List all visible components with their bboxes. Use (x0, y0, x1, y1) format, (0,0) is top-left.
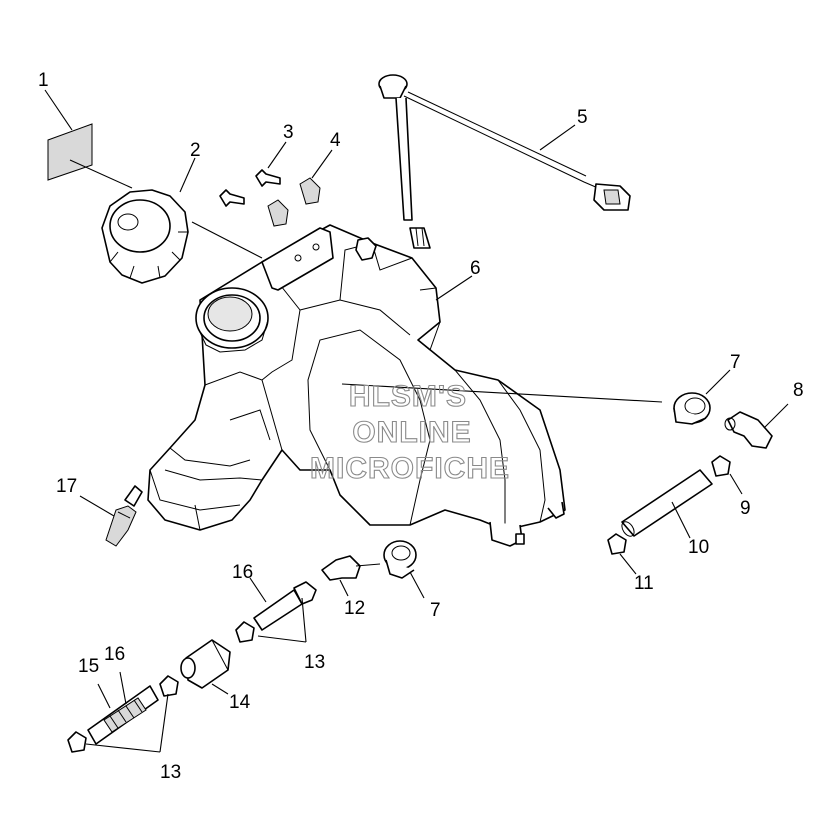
callout-14: 14 (229, 692, 251, 713)
callout-13-lower: 13 (160, 762, 181, 783)
decal-part-1 (44, 89, 133, 189)
clip-part-17 (79, 495, 137, 547)
callout-15: 15 (78, 656, 99, 677)
callout-7-upper: 7 (730, 352, 741, 373)
callout-8: 8 (793, 380, 804, 401)
callout-2: 2 (190, 140, 201, 161)
callout-1: 1 (38, 70, 49, 91)
bolt-part-3 (219, 141, 287, 207)
vent-hose-part-10 (621, 469, 713, 539)
clamp-part-9 (711, 455, 743, 495)
grommet-part-7-lower (383, 540, 425, 599)
fuel-filter-part-14 (180, 639, 231, 695)
callout-11: 11 (634, 573, 654, 594)
callout-12: 12 (344, 598, 365, 619)
callout-16-lower: 16 (104, 644, 125, 665)
clip-nut-part-4 (267, 149, 333, 227)
callout-6: 6 (470, 258, 481, 279)
watermark-line-2: ONLINE (352, 416, 471, 449)
callout-7-lower: 7 (430, 600, 441, 621)
clamp-part-11 (607, 533, 637, 575)
fuel-tank-part-6 (124, 224, 566, 547)
callout-13-upper: 13 (304, 652, 325, 673)
callout-5: 5 (577, 107, 588, 128)
grommet-part-7-upper (341, 369, 731, 425)
tank-leader-line (435, 275, 473, 301)
callout-10: 10 (688, 537, 709, 558)
callout-9: 9 (740, 498, 751, 519)
callout-labels: 1 2 3 4 5 6 7 8 9 10 11 12 7 13 14 16 15… (38, 70, 804, 783)
watermark-line-3: MICROFICHE (310, 452, 510, 485)
callout-17: 17 (56, 476, 77, 497)
callout-16-upper: 16 (232, 562, 253, 583)
elbow-fitting-part-8 (724, 403, 789, 449)
fitting-part-12 (321, 555, 381, 597)
fuel-sender-part-5 (378, 74, 631, 249)
callout-3: 3 (283, 122, 294, 143)
callout-4: 4 (330, 130, 341, 151)
fuel-hose-part-16-upper (235, 577, 317, 643)
watermark: HLSM'S ONLINE MICROFICHE (309, 379, 510, 485)
fuel-hose-part-16-lower (67, 671, 179, 753)
fuel-cap-part-2 (101, 157, 263, 284)
watermark-line-1: HLSM'S (349, 380, 467, 413)
